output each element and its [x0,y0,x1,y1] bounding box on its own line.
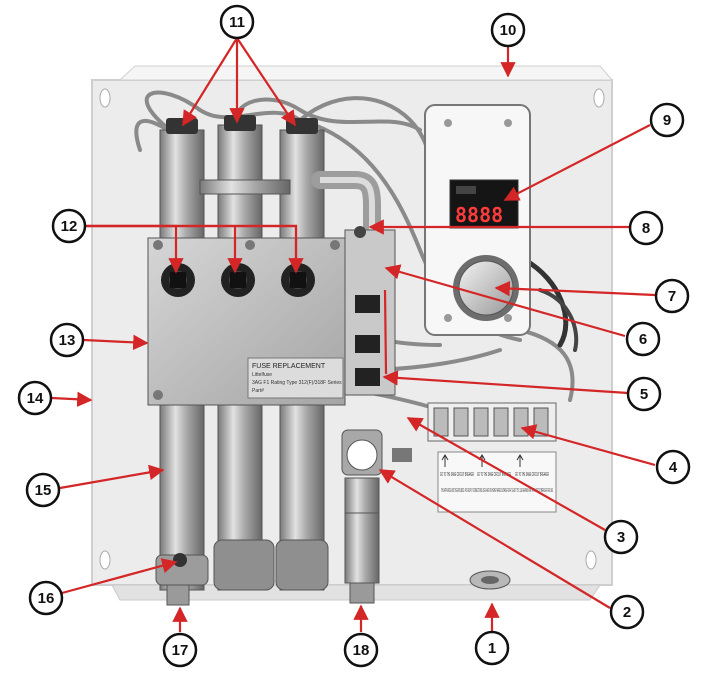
callout-number: 17 [172,642,189,659]
callout-14: 14 [17,380,53,416]
callout-number: 14 [27,390,44,407]
callout-1: 1 [474,630,510,666]
terminal-caption-middle: GO TO THE SAME CIRCUIT BREAKER [477,472,511,478]
strain-relief [469,570,511,590]
callout-17: 17 [162,632,198,668]
callout-2: 2 [609,594,645,630]
callout-10: 10 [490,12,526,48]
fuse-label: FUSE REPLACEMENT Littelfuse 3AG F1 Ratin… [247,357,344,399]
terminal-notice: THIS APPLIANCE MUST BE GROUNDED. FOR SUP… [441,488,553,494]
fuse-label-brand: Littelfuse [252,372,272,378]
fuse-label-title: FUSE REPLACEMENT [252,363,326,370]
callout-number: 10 [500,22,517,39]
callout-number: 13 [59,332,76,349]
callout-8: 8 [628,210,664,246]
fuse-label-part: Part# [252,388,264,394]
callout-number: 12 [61,218,78,235]
thermostat-middle [221,263,255,297]
temperature-knob[interactable] [453,255,519,321]
callout-number: 15 [35,482,52,499]
display-reading: 8888 [455,203,503,227]
callout-5: 5 [626,376,662,412]
callout-number: 11 [229,14,245,31]
callout-12: 12 [51,208,87,244]
callout-11: 11 [219,4,255,40]
callout-9: 9 [649,102,685,138]
callout-number: 4 [669,459,678,476]
callout-number: 6 [639,331,647,348]
outlet-fitting [166,584,190,606]
thermostat-right [281,263,315,297]
terminal-block: GO TO THE SAME CIRCUIT BREAKER GO TO THE… [427,402,557,513]
mounting-plate: FUSE REPLACEMENT Littelfuse 3AG F1 Ratin… [147,237,346,406]
thermostat-left [161,263,195,297]
outlet-elbow [311,171,381,259]
callout-number: 5 [640,386,648,403]
callout-number: 18 [353,642,370,659]
callout-4: 4 [655,449,691,485]
callout-6: 6 [625,321,661,357]
terminal-caption-left: GO TO THE SAME CIRCUIT BREAKER [440,472,474,478]
callout-3: 3 [603,519,639,555]
fuse-label-rating: 3AG F1 Rating Type 312(F)/318F Series [252,380,342,386]
callout-13: 13 [49,322,85,358]
relay-bracket [344,226,396,396]
callout-number: 2 [623,604,631,621]
callout-number: 16 [38,590,55,607]
control-cover: 8888 [424,104,531,336]
terminal-caption-right: GO TO THE SAME CIRCUIT BREAKER [515,472,549,478]
callout-number: 7 [668,288,676,305]
callout-number: 1 [488,640,496,657]
callout-7: 7 [654,278,690,314]
callout-number: 8 [642,220,650,237]
bottom-sensor [173,553,187,567]
callout-18: 18 [343,632,379,668]
callout-number: 3 [617,529,625,546]
temperature-display: 8888 [449,179,519,229]
callout-16: 16 [28,580,64,616]
inlet-assembly [341,429,412,604]
callout-number: 9 [663,112,671,129]
leader-lines [51,37,656,632]
callout-15: 15 [25,472,61,508]
